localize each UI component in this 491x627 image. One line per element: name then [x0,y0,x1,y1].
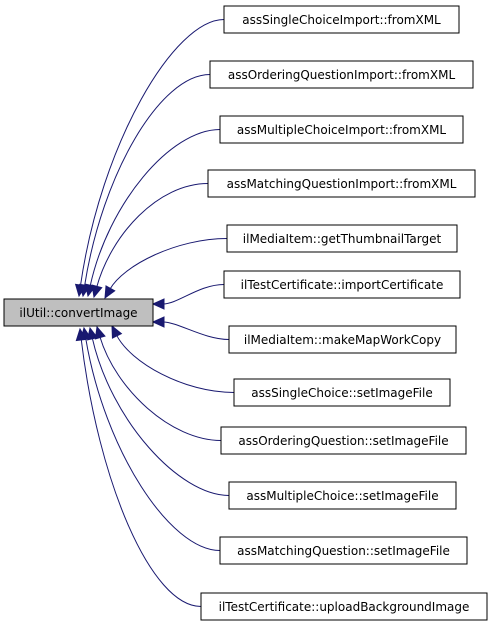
edge-line [109,238,228,290]
edge-line [96,183,209,288]
caller-node-box [226,224,458,253]
caller-node-label: assOrderingQuestion::setImageFile [238,434,448,448]
caller-node-box [219,536,468,565]
caller-node-box [200,592,488,621]
caller-nodes: assSingleChoiceImport::fromXMLassOrderin… [200,5,488,621]
caller-node-label: assOrderingQuestionImport::fromXML [228,68,456,82]
edge-line [116,334,235,393]
edge-arrowhead [151,316,165,328]
caller-node-box [207,169,476,198]
caller-node[interactable]: assMultipleChoice::setImageFile [228,481,457,510]
caller-node[interactable]: assOrderingQuestionImport::fromXML [209,60,474,89]
caller-node-label: ilMediaItem::getThumbnailTarget [243,232,442,246]
caller-node[interactable]: ilTestCertificate::uploadBackgroundImage [200,592,488,621]
caller-node-box [228,481,457,510]
caller-node[interactable]: ilMediaItem::getThumbnailTarget [226,224,458,253]
caller-node-box [228,325,457,354]
caller-node-label: assMultipleChoiceImport::fromXML [237,123,447,137]
root-node[interactable]: ilUtil::convertImage [3,298,154,327]
root-node-box [3,298,154,327]
edge-line [84,74,211,287]
caller-node-label: assMultipleChoice::setImageFile [246,489,438,503]
caller-node-box [233,378,451,407]
caller-node[interactable]: assSingleChoice::setImageFile [233,378,451,407]
edge-line [162,284,225,305]
caller-node[interactable]: assMatchingQuestion::setImageFile [219,536,468,565]
caller-node-label: ilTestCertificate::importCertificate [241,278,444,292]
caller-node[interactable]: assSingleChoiceImport::fromXML [223,5,460,34]
edge-line [91,337,230,496]
edge-arrowhead [104,285,116,300]
caller-node-box [209,60,474,89]
edge-line [80,338,202,607]
caller-node-label: assSingleChoice::setImageFile [251,386,432,400]
caller-node[interactable]: assMultipleChoiceImport::fromXML [219,115,464,144]
caller-node[interactable]: ilTestCertificate::importCertificate [223,270,461,299]
edge-arrowhead [94,325,106,340]
caller-node[interactable]: assMatchingQuestionImport::fromXML [207,169,476,198]
caller-node[interactable]: assOrderingQuestion::setImageFile [220,426,467,455]
edge-arrowhead [111,324,123,339]
caller-node-label: ilTestCertificate::uploadBackgroundImage [219,600,470,614]
caller-node-label: assMatchingQuestionImport::fromXML [227,177,457,191]
caller-node-label: ilMediaItem::makeMapWorkCopy [244,333,441,347]
edge-line [162,321,230,340]
caller-node-box [220,426,467,455]
edge-line [79,19,225,287]
caller-node-box [223,270,461,299]
caller-node-label: assMatchingQuestion::setImageFile [237,544,450,558]
caller-node[interactable]: ilMediaItem::makeMapWorkCopy [228,325,457,354]
root-node-label: ilUtil::convertImage [19,306,137,320]
edges-layer [74,19,235,607]
edge-line [99,336,222,441]
caller-node-label: assSingleChoiceImport::fromXML [242,13,441,27]
caller-node-box [219,115,464,144]
edge-arrowhead [91,284,103,299]
caller-node-box [223,5,460,34]
edge-arrowhead [75,327,88,342]
edge-line [85,337,221,551]
edge-arrowhead [151,298,165,310]
edge-line [89,129,221,287]
